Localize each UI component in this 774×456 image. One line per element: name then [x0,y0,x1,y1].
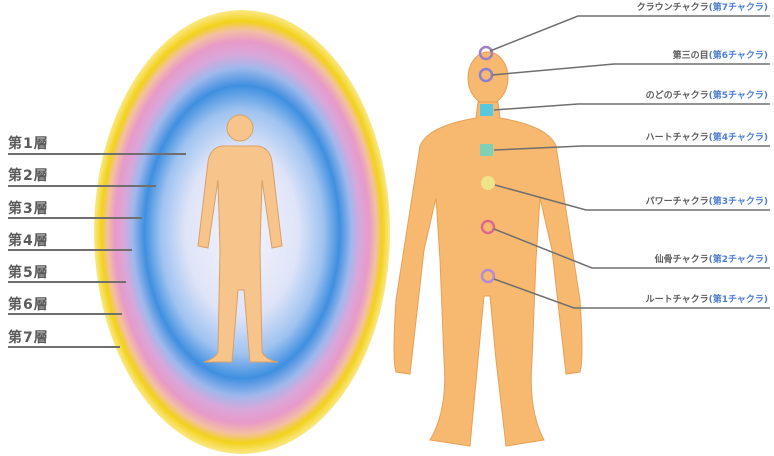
layer-line-7 [8,346,120,348]
layer-label-3: 第3層 [8,201,49,217]
layer-line-3 [8,217,142,219]
chakra-dot-heart [480,144,493,156]
layer-label-4: 第4層 [8,233,49,249]
chakra-name-crown: クラウンチャクラ [637,3,709,13]
chakra-label-root: ルートチャクラ(第1チャクラ) [646,295,768,306]
chakra-label-throat: のどのチャクラ(第5チャクラ) [646,91,768,102]
chakra-name-heart: ハートチャクラ [646,133,709,143]
chakra-tag-throat: (第5チャクラ) [709,91,768,101]
layer-line-6 [8,313,122,315]
chakra-tag-sacral: (第2チャクラ) [709,255,768,265]
layer-line-5 [8,281,126,283]
chakra-name-sacral: 仙骨チャクラ [655,255,709,265]
chakra-name-third-eye: 第三の目 [673,51,709,61]
chakra-tag-root: (第1チャクラ) [709,295,768,305]
chakra-tag-crown: (第7チャクラ) [709,3,768,13]
layer-line-1 [8,153,186,155]
layer-label-5: 第5層 [8,265,49,281]
layer-line-4 [8,249,132,251]
leader-line-throat [494,104,770,110]
chakra-label-heart: ハートチャクラ(第4チャクラ) [646,133,768,144]
chakra-label-third-eye: 第三の目(第6チャクラ) [673,51,768,62]
chakra-label-crown: クラウンチャクラ(第7チャクラ) [637,3,768,14]
layer-label-7: 第7層 [8,330,49,346]
chakra-name-throat: のどのチャクラ [646,91,709,101]
layer-label-2: 第2層 [8,168,49,184]
chakra-name-root: ルートチャクラ [646,295,709,305]
chakra-name-power: パワーチャクラ [646,197,709,207]
leader-line-crown [490,16,770,51]
chakra-label-sacral: 仙骨チャクラ(第2チャクラ) [655,255,768,266]
chakra-tag-heart: (第4チャクラ) [709,133,768,143]
layer-line-2 [8,185,156,187]
layer-label-6: 第6層 [8,297,49,313]
chakra-tag-third-eye: (第6チャクラ) [709,51,768,61]
layer-label-1: 第1層 [8,136,49,152]
chakra-label-power: パワーチャクラ(第3チャクラ) [646,197,768,208]
chakra-tag-power: (第3チャクラ) [709,197,768,207]
leader-line-third-eye [492,64,770,75]
chakra-dot-power [481,176,495,190]
chakra-dot-throat [480,104,493,116]
